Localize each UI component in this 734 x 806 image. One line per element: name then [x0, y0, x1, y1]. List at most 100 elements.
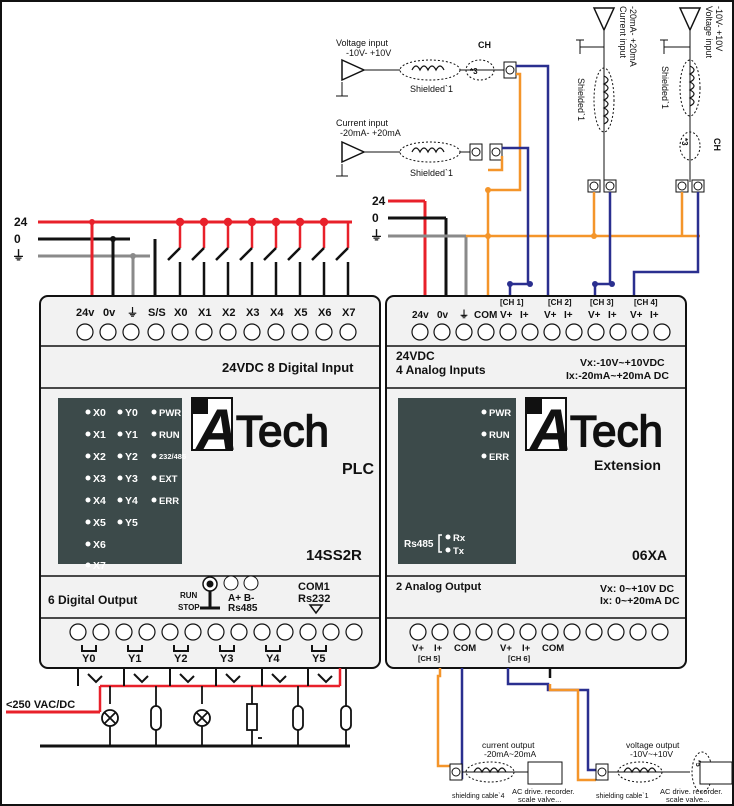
- output-1-shield: shielding cable`4: [452, 793, 505, 800]
- ext-spec-2: Ix:-20mA~+20mA DC: [566, 370, 669, 382]
- plc-out-y3: Y3: [220, 653, 233, 665]
- sensor-1-ch: CH: [478, 40, 491, 50]
- supply-24-label: 24: [14, 215, 28, 229]
- ext-input-screws: [411, 323, 671, 341]
- plc-output-brackets: [81, 645, 327, 652]
- ext-out-title: 2 Analog Output: [396, 581, 481, 593]
- led-x5: X5: [93, 517, 106, 529]
- plc-out-y4: Y4: [266, 653, 280, 665]
- sensor-4-line2: -10V- +10V: [714, 6, 724, 51]
- plc-module: 24v 0v ⏚ S/S X0 X1 X2 X3 X4 X5 X6 X7 24V…: [39, 295, 381, 669]
- output-device-2: voltage output -10V~+10V *5 shielding ca…: [595, 740, 733, 804]
- ext-term-0: 24v: [412, 310, 429, 321]
- plc-term-0: 24v: [76, 307, 95, 319]
- plc-term-5: X1: [198, 307, 211, 319]
- ext-led-pwr: PWR: [489, 408, 511, 419]
- led-y5: Y5: [125, 517, 138, 529]
- led-y4: Y4: [125, 495, 138, 507]
- ext-out-spec-2: Ix: 0~+20mA DC: [600, 595, 680, 607]
- sensor-voltage-4: *3 CH Voltage input -10V- +10V Shielded`…: [660, 6, 724, 193]
- ch2-label: [CH 2]: [548, 298, 572, 307]
- sensor-current-3: Current input -20mA- +20mA Shielded`1: [576, 6, 638, 193]
- led-x2: X2: [93, 451, 106, 463]
- plc-logo: A Tech: [191, 397, 330, 463]
- sensor-1-shield: Shielded`1: [410, 84, 453, 94]
- ext-supply-lines: 24 0 ⏚: [370, 194, 700, 296]
- ext-out-vplus-2: V+: [500, 643, 512, 654]
- ext-logo: A Tech: [525, 397, 664, 463]
- analog-input-wiring: [485, 64, 700, 296]
- ext-term-8: V+: [588, 310, 601, 321]
- ext-led-run: RUN: [489, 430, 510, 441]
- ext-spec-1: Vx:-10V~+10VDC: [580, 357, 665, 369]
- sensor-4-ch: CH: [712, 138, 722, 151]
- ext-term-1: 0v: [437, 310, 449, 321]
- plc-term-3: S/S: [148, 307, 166, 319]
- rs485-b-port: [243, 575, 259, 591]
- ext-term-10: V+: [630, 310, 643, 321]
- output-1-dev1: AC drive. recorder.: [512, 787, 575, 796]
- plc-led-panel: [58, 398, 182, 564]
- sensor-current-2: Current input -20mA- +20mA Shielded`1: [336, 118, 503, 178]
- output-1-title2: -20mA~20mA: [484, 749, 537, 759]
- ext-model: 06XA: [632, 547, 667, 563]
- ext-led-err: ERR: [489, 452, 509, 463]
- plc-term-8: X4: [270, 307, 284, 319]
- ch1-label: [CH 1]: [500, 298, 524, 307]
- ext-out-iplus-1: I+: [434, 643, 443, 654]
- output-2-title1: voltage output: [626, 740, 680, 750]
- rs232-port-icon: [308, 604, 324, 615]
- sensor-1-line2: -10V- +10V: [346, 48, 391, 58]
- plc-leds: X0 X1 X2 X3 X4 X5 X6 Y0 Y1 Y2 Y3 Y4 Y5 P…: [85, 407, 186, 551]
- ext-out-com-2: COM: [542, 643, 564, 654]
- ch6-label: [CH 6]: [508, 654, 531, 663]
- ext-led-panel: [398, 398, 516, 564]
- plc-input-screws: [76, 323, 357, 341]
- led-y0: Y0: [125, 407, 138, 419]
- ext-out-iplus-2: I+: [522, 643, 531, 654]
- plc-model: 14SS2R: [306, 547, 362, 564]
- ext-supply-0: 0: [372, 211, 379, 225]
- rs485-ab: A+ B-: [228, 593, 254, 604]
- sensor-voltage-1: Voltage input -10V- +10V Shielded`1 CH *…: [336, 38, 517, 97]
- ext-logo-letter: A: [528, 398, 572, 463]
- plc-output-screws: [69, 623, 363, 641]
- plc-label: PLC: [342, 461, 374, 478]
- ext-supply-gnd: ⏚: [370, 228, 383, 243]
- plc-term-4: X0: [174, 307, 187, 319]
- run-stop-switch[interactable]: RUN STOP: [178, 576, 220, 612]
- sensor-2-line2: -20mA- +20mA: [340, 128, 401, 138]
- ext-rx: Rx: [453, 533, 466, 544]
- sensor-3-shield: Shielded`1: [576, 78, 586, 121]
- ac-label: <250 VAC/DC: [6, 699, 75, 711]
- led-232-485: 232/485: [159, 452, 186, 461]
- run-label: RUN: [180, 591, 198, 600]
- ch3-label: [CH 3]: [590, 298, 614, 307]
- led-x3: X3: [93, 473, 106, 485]
- sensor-1-marker: *3: [470, 67, 478, 76]
- led-x4: X4: [93, 495, 106, 507]
- sensor-4-shield: Shielded`1: [660, 66, 670, 109]
- ext-term-3: COM: [474, 310, 497, 321]
- led-x0: X0: [93, 407, 106, 419]
- ext-tx: Tx: [453, 546, 465, 557]
- sensor-4-marker: *3: [680, 138, 689, 146]
- ext-header-1: 24VDC: [396, 349, 435, 363]
- ext-term-6: V+: [544, 310, 557, 321]
- led-ext: EXT: [159, 474, 178, 485]
- plc-term-9: X5: [294, 307, 307, 319]
- analog-output-wiring: [436, 668, 596, 782]
- led-x1: X1: [93, 429, 106, 441]
- output-device-1: current output -20mA~20mA shielding cabl…: [449, 740, 575, 804]
- plc-term-6: X2: [222, 307, 235, 319]
- sensor-1-line1: Voltage input: [336, 38, 389, 48]
- ext-out-vplus-1: V+: [412, 643, 424, 654]
- ext-rs485: Rs485: [404, 539, 434, 550]
- plc-brand: Tech: [236, 407, 329, 456]
- output-2-dev1: AC drive. recorder.: [660, 787, 723, 796]
- plc-out-y5: Y5: [312, 653, 325, 665]
- plc-term-10: X6: [318, 307, 331, 319]
- ext-label: Extension: [594, 457, 661, 473]
- ext-term-4: V+: [500, 310, 513, 321]
